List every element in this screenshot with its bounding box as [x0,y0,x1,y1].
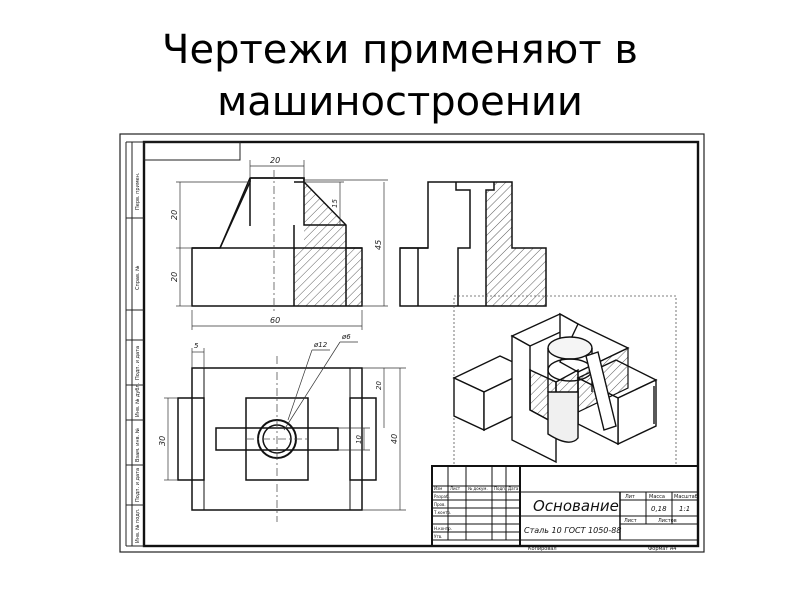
title-block-col-mass: Масса [649,494,665,500]
title-block-sheet-label: Лист [624,518,637,524]
title-block-col-scale: Масштаб [674,494,698,500]
drawing-frame [142,140,700,548]
title-block-col-lit: Лит [625,494,635,500]
front-view-dimensions [176,160,388,330]
dim-plan-width: 30 [158,436,167,446]
isometric-view [452,312,658,464]
slide-title: Чертежи применяют в машиностроении [0,24,800,128]
dim-base-length: 60 [270,316,280,325]
title-block-sheets-label: Листов [658,518,677,524]
side-label-2: Подп. и дата [135,346,141,380]
plan-view-dimensions [164,341,406,511]
engineering-drawing: Перв. примен. Справ. № Подп. и дата Инв.… [108,130,708,560]
side-view [399,181,547,307]
dim-total-height: 45 [374,240,383,250]
dim-lower-height: 20 [170,272,179,282]
title-block-row-4: Дата [508,486,519,491]
title-block-side-1: Пров. [434,502,446,507]
side-label-5: Подп. и дата [135,468,141,502]
dim-plan-outer-height: 40 [390,434,399,444]
side-label-6: Инв. № подл. [135,508,141,543]
side-label-3: Инв. № дубл. [135,382,141,417]
title-block-copied: Копировал [528,546,557,552]
title-block-row-1: Лист [450,486,461,491]
dim-hole-outer: ø12 [313,341,328,349]
title-block-side-2: Т.контр. [433,510,451,515]
title-block-format: Формат А4 [648,546,676,552]
title-block [431,465,699,547]
dim-hole-inner: ø6 [341,333,351,341]
title-block-scale-value: 1:1 [679,505,690,513]
title-block-side-3: Н.контр. [434,526,452,531]
title-block-mass-value: 0,18 [651,505,667,513]
title-block-row-0: Изм [434,486,442,491]
dim-upper-height: 20 [170,210,179,220]
dim-top-width: 20 [270,156,280,165]
title-block-material: Сталь 10 ГОСТ 1050-88 [524,526,621,535]
drawing-svg: Перв. примен. Справ. № Подп. и дата Инв.… [119,133,705,553]
side-label-0: Перв. примен. [135,172,141,210]
dim-offset: 5 [194,342,199,350]
side-label-4: Взам. инв. № [135,427,141,462]
title-block-side-0: Разраб. [434,494,450,499]
dim-slot-depth: 15 [331,199,339,208]
side-stamp: Перв. примен. Справ. № Подп. и дата Инв.… [125,141,144,547]
slide-title-line-2: машиностроении [217,79,583,125]
designation-box [143,141,241,161]
plan-view [177,356,377,522]
dim-plan-right: 20 [375,381,383,390]
title-block-side-4: Утв. [434,534,442,539]
title-block-part-name: Основание [533,497,619,515]
slide-title-line-1: Чертежи применяют в [162,27,638,73]
front-view [191,170,363,314]
side-label-1: Справ. № [135,265,141,290]
dim-plan-inner-height: 10 [355,435,363,444]
title-block-row-2: № докум. [468,486,488,491]
title-block-row-3: Подп. [494,486,506,491]
